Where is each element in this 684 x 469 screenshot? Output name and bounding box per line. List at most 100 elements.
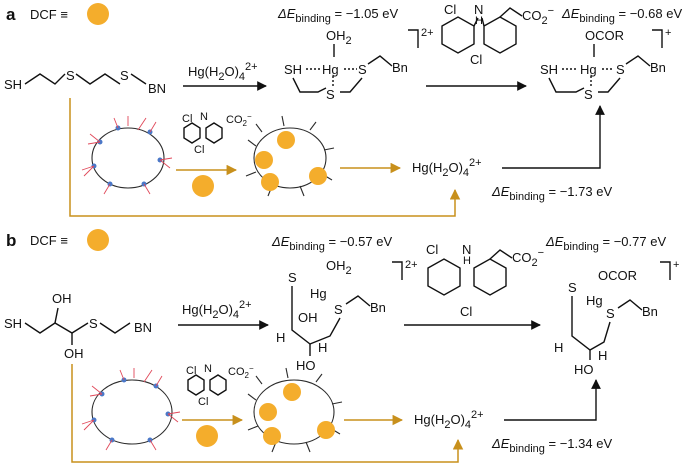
mini-dcf-b-co-sup: − (249, 364, 254, 373)
complex-b2-charge: + (673, 259, 679, 271)
svg-text:CO2−: CO2− (522, 5, 554, 27)
reagent-a-bottom-sub2: 4 (463, 167, 469, 179)
energy-a3: ΔEbinding = −1.73 eV (491, 184, 612, 203)
complex-a1-charge: 2+ (421, 27, 434, 39)
complex-b1-h1: H (276, 330, 285, 345)
energy-b3-delta: ΔE (491, 436, 510, 451)
orange-path-a (69, 98, 461, 217)
energy-b2: ΔEbinding = −0.77 eV (545, 234, 666, 253)
svg-text:OH2: OH2 (326, 258, 352, 277)
energy-a2-delta: ΔE (561, 6, 580, 21)
ligand-b-oh1: OH (52, 291, 72, 306)
complex-a1-hg: Hg (322, 62, 339, 77)
complex-b2-s: S (606, 306, 615, 321)
ligand-b: SH OH OH S BN (4, 291, 152, 361)
dcf-b-co-sub: 2 (532, 257, 538, 269)
panel-label-b: b (6, 231, 16, 250)
dcf-dot-b-mid (196, 425, 218, 447)
dcf-b-h: H (463, 255, 471, 267)
ligand-b-s: S (89, 316, 98, 331)
dcf-b-co: CO (512, 250, 532, 265)
complex-b1-oh2-sub: 2 (346, 265, 352, 277)
dcf-legend-dot-b (87, 229, 109, 251)
reagent-b-bottom-mid: O) (450, 412, 464, 427)
complex-a2-charge: + (665, 27, 671, 39)
reagent-a-bottom-sub1: 2 (442, 167, 448, 179)
reagent-a-bottom-sup: 2+ (469, 157, 482, 169)
complex-a1: OH2 SH Hg S Bn S 2+ (284, 27, 434, 102)
complex-a1-oh2-sub: 2 (346, 35, 352, 47)
ligand-a-chain3 (130, 73, 147, 85)
energy-b2-sub: binding (563, 241, 598, 253)
energy-a3-value: = −1.73 eV (545, 184, 613, 199)
dcf-structure-b: Cl Cl N H CO2− (426, 242, 544, 319)
ligand-a-chain1 (24, 73, 66, 85)
mini-dcf-a: Cl Cl N CO2− (182, 111, 252, 156)
complex-a1-bn: Bn (392, 60, 408, 75)
mini-dcf-a-n: N (200, 111, 208, 123)
polymer-ring-b-loaded (247, 367, 343, 453)
energy-a1-value: = −1.05 eV (331, 6, 399, 21)
svg-text:OH2: OH2 (326, 28, 352, 47)
ligand-a-sh: SH (4, 77, 22, 92)
reagent-b-bottom-sup: 2+ (471, 409, 484, 421)
dcf-a-cl1: Cl (444, 2, 456, 17)
dcf-a-cl2: Cl (470, 52, 482, 67)
reagent-a-top-mid: O) (224, 64, 238, 79)
polymer-ring-b-empty (81, 368, 181, 451)
reagent-a-top-main: Hg(H (188, 64, 218, 79)
mini-dcf-b-cl2: Cl (198, 396, 208, 408)
reagent-b-top-sub2: 4 (233, 309, 239, 321)
dcf-legend-text-b: DCF ≡ (30, 233, 68, 248)
reagent-a-top-sub1: 2 (218, 71, 224, 83)
complex-a2-s1: S (616, 62, 625, 77)
energy-b1: ΔEbinding = −0.57 eV (271, 234, 392, 253)
energy-b1-delta: ΔE (271, 234, 290, 249)
complex-a2-bn: Bn (650, 60, 666, 75)
complex-b1-h2: H (318, 340, 327, 355)
reagent-b-bottom-sub2: 4 (465, 419, 471, 431)
dcf-a-co: CO (522, 8, 542, 23)
complex-b2-ho: HO (574, 362, 594, 377)
complex-a2-sh: SH (540, 62, 558, 77)
arrow-b-up (504, 379, 601, 421)
complex-b2-ocor: OCOR (598, 268, 637, 283)
mini-dcf-a-cl1: Cl (182, 113, 192, 125)
reagent-a-bottom: Hg(H2O)42+ (412, 157, 482, 179)
ligand-a-s1: S (66, 68, 75, 83)
dcf-legend-text: DCF ≡ (30, 7, 68, 22)
reagent-b-top-sub1: 2 (212, 309, 218, 321)
ligand-b-oh2: OH (64, 346, 84, 361)
energy-b1-value: = −0.57 eV (325, 234, 393, 249)
reagent-b-top-mid: O) (218, 302, 232, 317)
energy-a2-value: = −0.68 eV (615, 6, 683, 21)
mini-dcf-b: Cl Cl N CO2− (186, 363, 254, 408)
energy-a1-delta: ΔE (277, 6, 296, 21)
reagent-a-bottom-main: Hg(H (412, 160, 442, 175)
svg-text:CO2−: CO2− (226, 112, 252, 128)
reagent-a-top-sup: 2+ (245, 61, 258, 73)
energy-a2: ΔEbinding = −0.68 eV (561, 6, 682, 25)
reagent-b-top-sup: 2+ (239, 299, 252, 311)
ligand-a-s2: S (120, 68, 129, 83)
complex-b2-bn: Bn (642, 304, 658, 319)
mini-dcf-a-co-sup: − (247, 112, 252, 121)
panel-a: a DCF ≡ SH S S BN Hg(H2O)42+ ΔEbinding =… (4, 2, 682, 217)
energy-b3-sub: binding (509, 443, 544, 455)
energy-b2-delta: ΔE (545, 234, 564, 249)
mini-dcf-b-n: N (204, 363, 212, 375)
energy-a1: ΔEbinding = −1.05 eV (277, 6, 398, 25)
dcf-a-co-sup: − (548, 5, 554, 17)
mini-dcf-b-co: CO (228, 366, 245, 378)
dcf-b-n: N (462, 242, 471, 257)
dcf-dot-a-mid (192, 175, 214, 197)
complex-a1-s1: S (358, 62, 367, 77)
reagent-b-bottom-sub1: 2 (444, 419, 450, 431)
ligand-a: SH S S BN (4, 68, 166, 96)
dcf-b-co-sup: − (538, 247, 544, 259)
dcf-structure-a: N H Cl Cl CO2− (441, 2, 554, 67)
polymer-ring-a-empty (81, 116, 173, 195)
complex-b2-h1: H (554, 340, 563, 355)
dcf-a-h: H (475, 15, 483, 27)
